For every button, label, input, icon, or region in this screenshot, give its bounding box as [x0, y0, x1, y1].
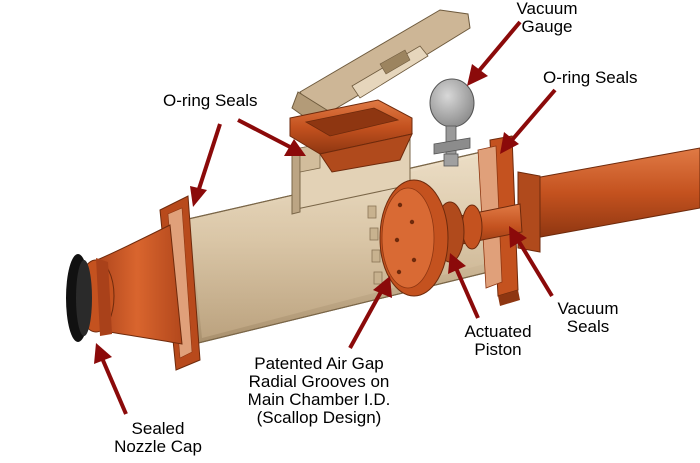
copper-hopper	[289, 99, 413, 173]
label-oring-seals-right: O-ring Seals	[543, 68, 638, 87]
outlet-pipe	[517, 147, 700, 253]
piston-assembly	[379, 179, 523, 297]
arrow-vacuum-seals	[509, 226, 554, 298]
label-oring-seals-left: O-ring Seals	[163, 91, 258, 110]
callout-arrows	[94, 20, 557, 415]
label-nozzle-cap: Sealed Nozzle Cap	[114, 419, 202, 456]
arrow-oring-left-down	[190, 123, 222, 207]
arrow-vacuum-gauge	[467, 20, 522, 86]
arrow-oring-right	[500, 88, 557, 154]
label-vacuum-seals: Vacuum Seals	[557, 299, 619, 336]
arrow-actuated-piston	[448, 253, 480, 319]
arrow-nozzle-cap	[94, 343, 128, 415]
left-nozzle-assembly	[66, 195, 201, 371]
arrow-oring-left-top	[237, 118, 306, 156]
arrow-air-gap	[348, 276, 392, 349]
vacuum-gauge-part	[429, 78, 475, 167]
label-vacuum-gauge: Vacuum Gauge	[516, 0, 578, 36]
radial-grooves	[367, 205, 383, 285]
lid-handle	[291, 9, 471, 129]
label-air-gap: Patented Air Gap Radial Grooves on Main …	[247, 354, 391, 427]
label-actuated-piston: Actuated Piston	[464, 322, 532, 359]
